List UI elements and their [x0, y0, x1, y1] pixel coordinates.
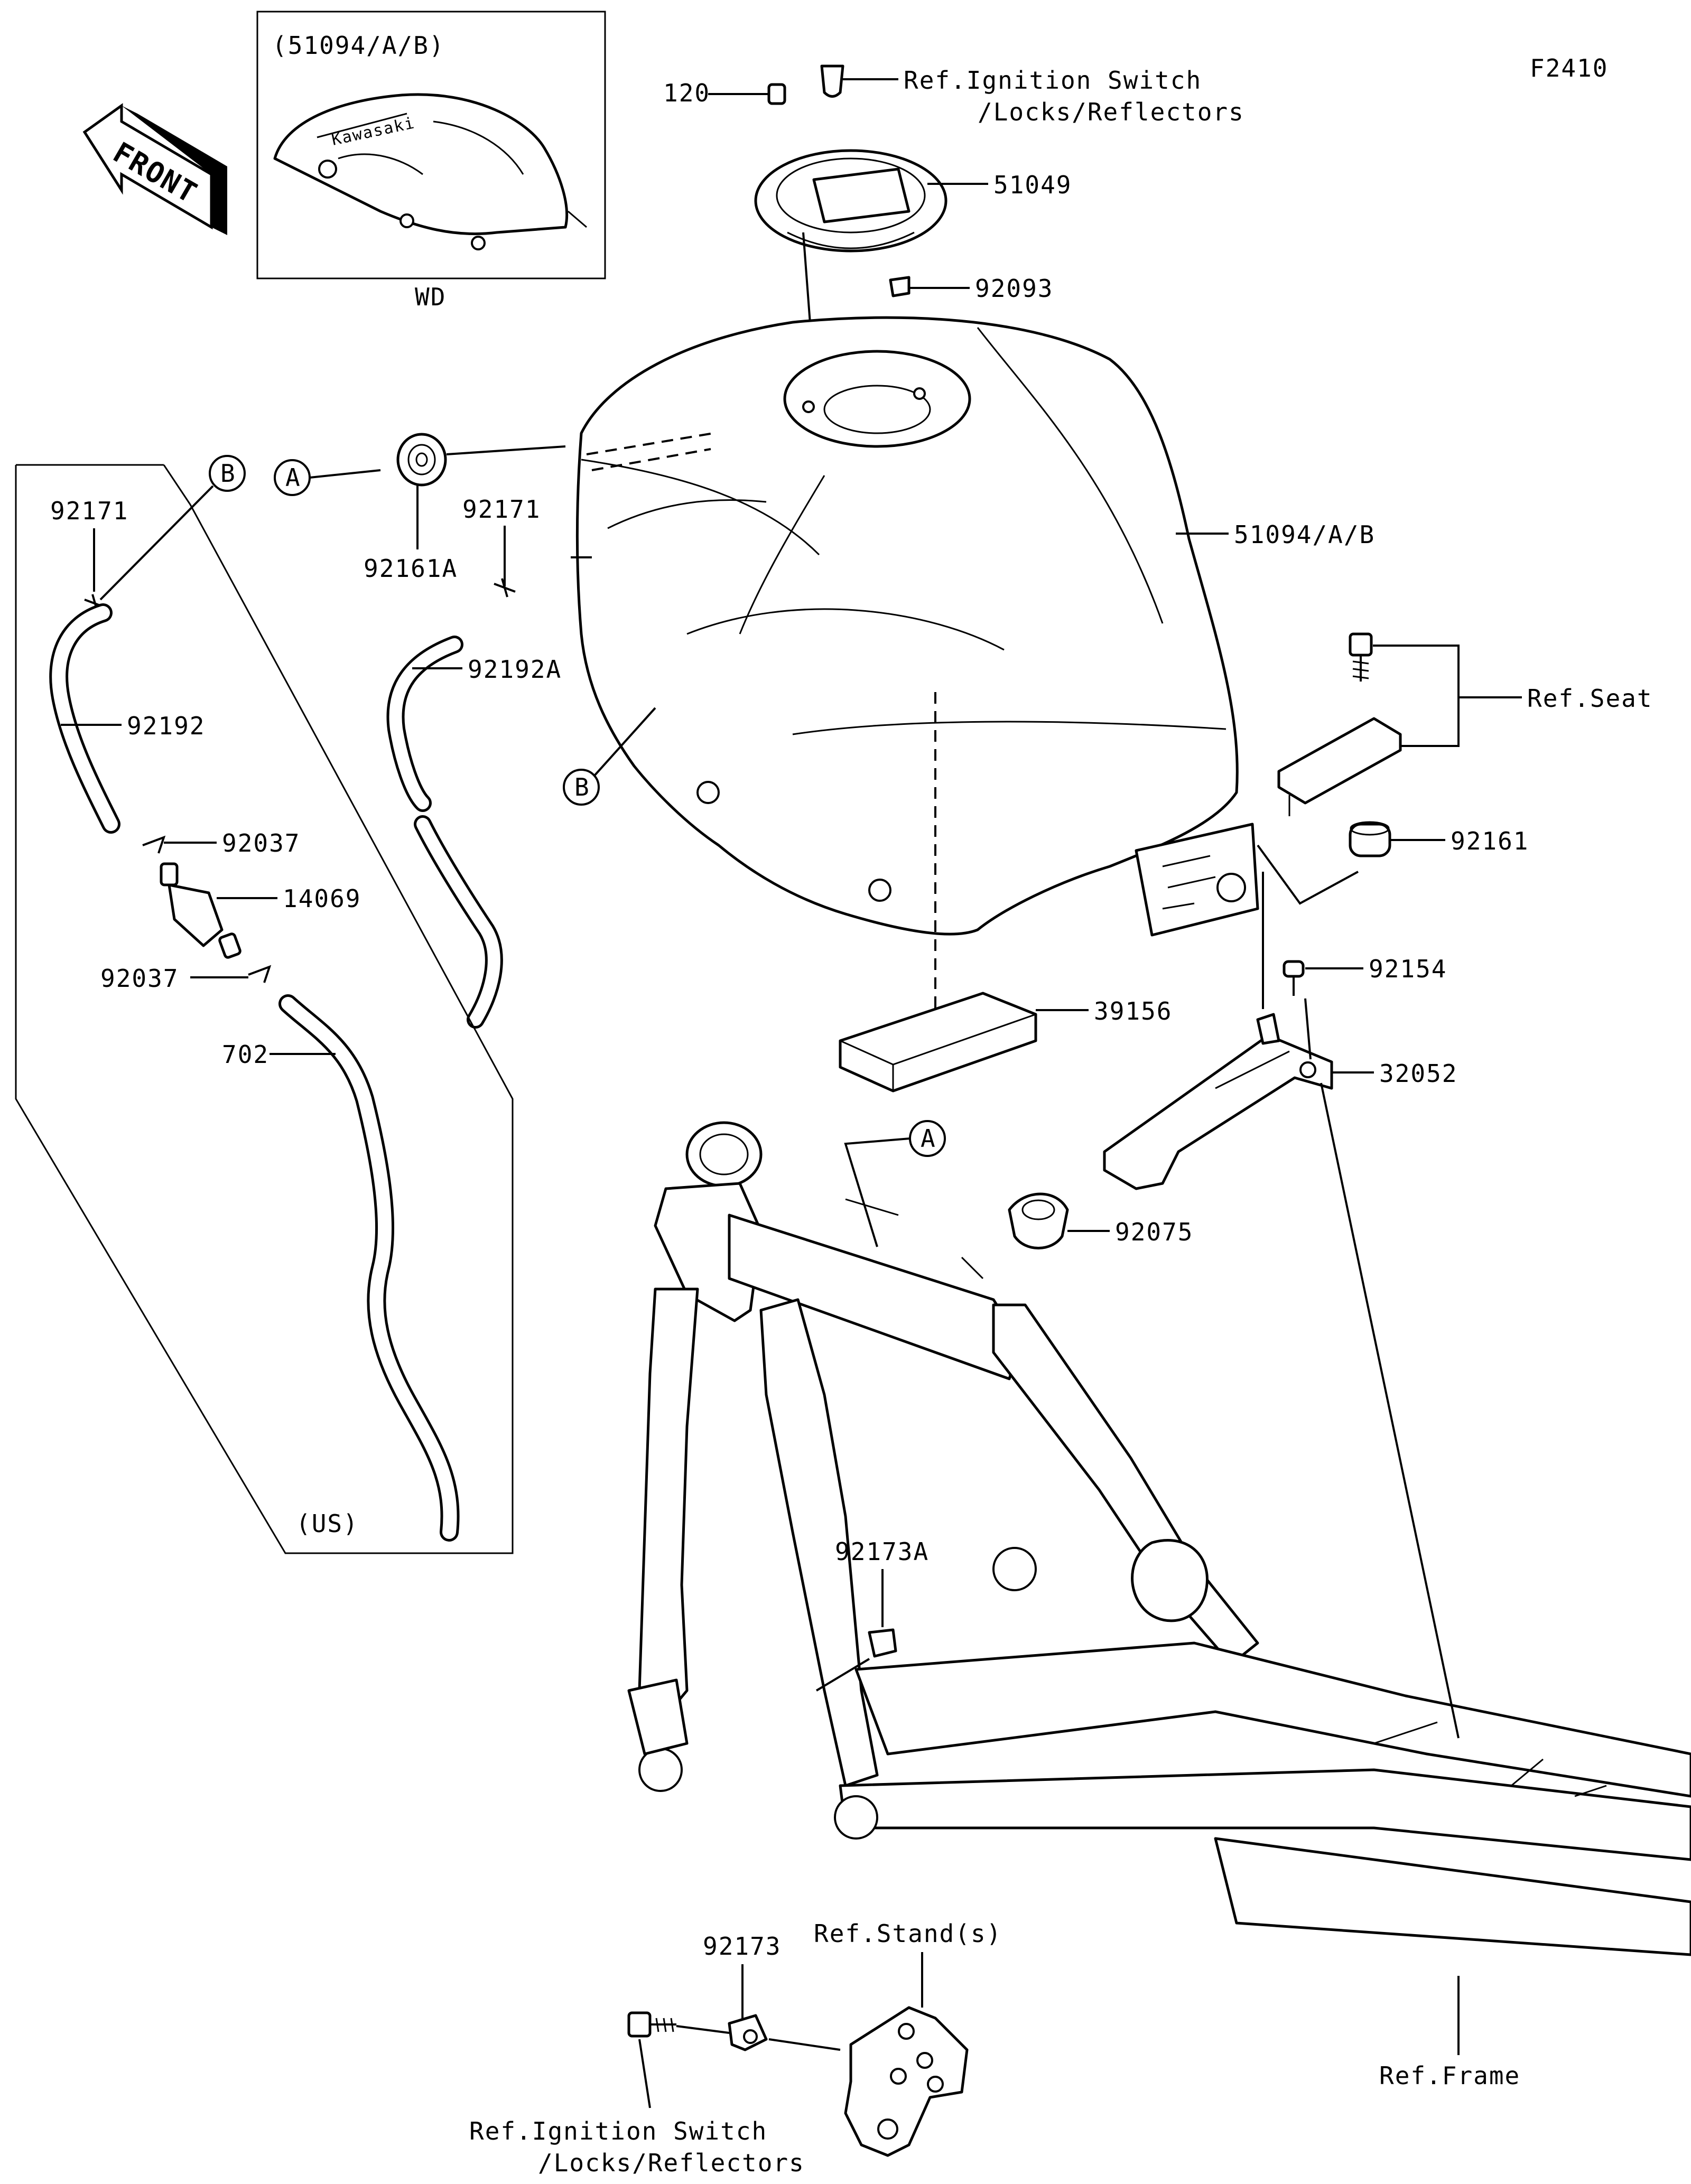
label-92171-left: 92171	[50, 497, 128, 525]
grommet-92093	[889, 276, 910, 297]
damper-92161	[1349, 821, 1391, 857]
label-92192A: 92192A	[468, 655, 562, 684]
filter-14069	[160, 862, 241, 959]
label-32052: 32052	[1379, 1059, 1457, 1088]
label-ignition-top-2: /Locks/Reflectors	[978, 98, 1244, 126]
damper-92075	[1008, 1192, 1069, 1249]
label-ignition-bottom-2: /Locks/Reflectors	[538, 2149, 805, 2177]
label-92093: 92093	[975, 274, 1053, 303]
fuel-tank-51094	[576, 316, 1259, 937]
label-ref-seat: Ref.Seat	[1527, 684, 1653, 713]
svg-text:A: A	[921, 1124, 936, 1153]
grommet-92161A	[396, 433, 447, 487]
clamp-92037-b	[248, 965, 272, 983]
label-39156: 39156	[1094, 997, 1172, 1025]
clamp-92037-a	[142, 835, 166, 854]
label-92037-b: 92037	[100, 964, 179, 993]
label-92171-mid: 92171	[462, 495, 541, 524]
svg-text:B: B	[574, 773, 590, 801]
seat-bracket	[1277, 717, 1402, 816]
inset-wd: (51094/A/B) Kawasaki WD	[256, 11, 606, 311]
bolt-seat	[1349, 632, 1373, 682]
svg-text:A: A	[285, 463, 301, 492]
lock-nut	[820, 64, 844, 98]
label-ignition-top-1: Ref.Ignition Switch	[904, 66, 1202, 95]
clip-92171-mid	[494, 578, 516, 598]
label-ignition-bottom-1: Ref.Ignition Switch	[469, 2117, 767, 2145]
label-92192: 92192	[127, 712, 205, 740]
nut-92173A	[868, 1628, 897, 1658]
label-92161A: 92161A	[364, 554, 458, 583]
hose-92192	[49, 603, 120, 834]
stand-bracket	[844, 2006, 969, 2157]
tank-cover-wd	[273, 93, 569, 236]
front-arrow-icon: FRONT	[82, 103, 227, 235]
label-92173: 92173	[703, 1932, 781, 1961]
label-92173A: 92173A	[835, 1537, 929, 1566]
inset-part-number: (51094/A/B)	[272, 31, 445, 60]
label-120: 120	[663, 79, 710, 107]
hose-702	[278, 994, 460, 1542]
svg-text:B: B	[220, 459, 236, 488]
label-14069: 14069	[283, 884, 361, 913]
callout-b-left	[209, 455, 246, 492]
callout-b-tank	[563, 769, 600, 806]
label-92161: 92161	[1451, 827, 1529, 855]
bracket-32052	[1103, 1013, 1333, 1190]
label-702: 702	[222, 1040, 269, 1069]
label-92154: 92154	[1369, 955, 1447, 983]
label-92037-a: 92037	[222, 829, 300, 857]
bolt-120	[767, 83, 786, 105]
nut-92173	[728, 2014, 768, 2051]
label-51049: 51049	[993, 171, 1072, 199]
us-label: (US)	[296, 1509, 359, 1538]
pad-39156	[839, 992, 1037, 1093]
label-ref-stand: Ref.Stand(s)	[814, 1919, 1002, 1948]
inset-caption: WD	[415, 283, 446, 311]
screw-92154	[1283, 960, 1305, 996]
label-92075: 92075	[1115, 1218, 1193, 1246]
bolt-bottom	[627, 2011, 676, 2038]
hose-92192A	[386, 636, 503, 1029]
us-box	[15, 464, 514, 1554]
frame	[627, 1121, 1691, 1956]
label-51094: 51094/A/B	[1234, 520, 1375, 549]
fuel-cap-51049	[754, 149, 947, 253]
label-ref-frame: Ref.Frame	[1379, 2061, 1520, 2090]
figure-code: F2410	[1530, 54, 1608, 82]
